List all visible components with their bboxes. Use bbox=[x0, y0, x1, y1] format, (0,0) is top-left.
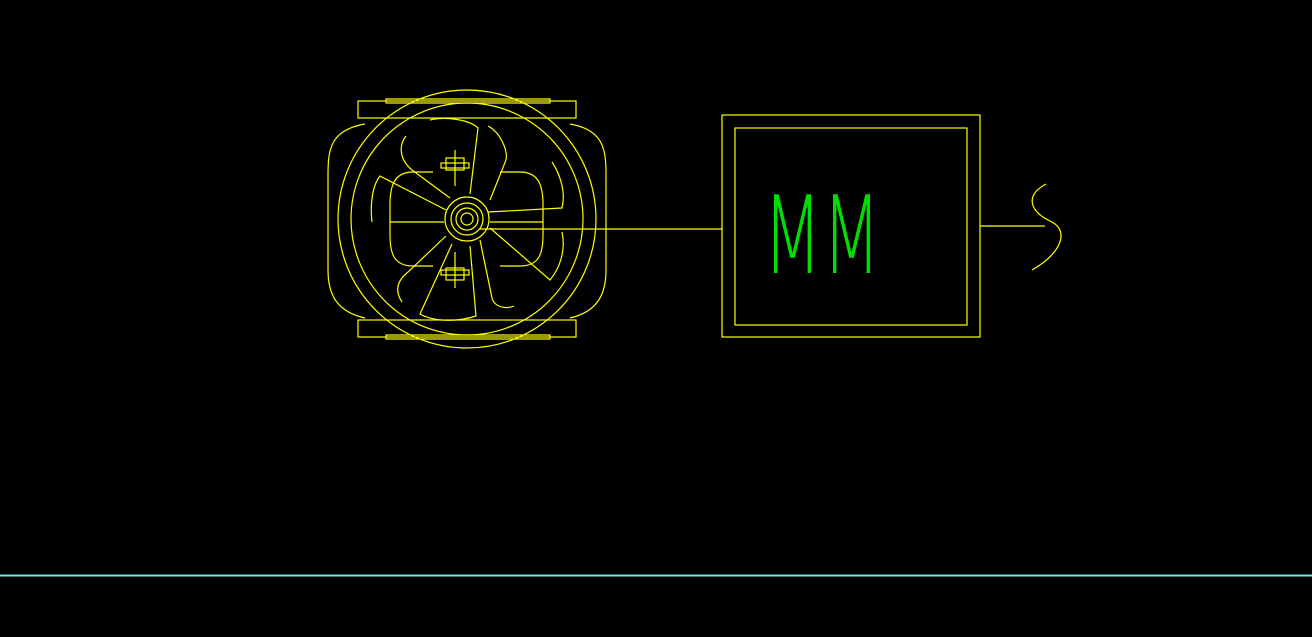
body-slot-right bbox=[500, 171, 544, 267]
bottom-flange bbox=[357, 319, 577, 338]
hub-outer bbox=[444, 196, 490, 242]
box-label: MM bbox=[763, 174, 881, 299]
bolt-top bbox=[440, 150, 470, 186]
break-line-icon bbox=[1031, 183, 1062, 271]
top-flange bbox=[357, 100, 577, 119]
body-right-outline bbox=[569, 123, 607, 319]
wheel-spokes bbox=[370, 117, 564, 321]
bolt-bottom bbox=[440, 252, 470, 288]
hub-middle bbox=[450, 202, 484, 236]
wheel-inner-ring bbox=[350, 102, 584, 336]
box-inner bbox=[734, 127, 968, 326]
body-left-outline bbox=[327, 123, 366, 319]
hub-inner bbox=[455, 207, 479, 231]
wheel-outer-ring bbox=[337, 89, 597, 349]
body-slot-left bbox=[389, 171, 433, 267]
hub-core bbox=[460, 212, 474, 226]
handwheel-valve-icon bbox=[327, 89, 607, 349]
